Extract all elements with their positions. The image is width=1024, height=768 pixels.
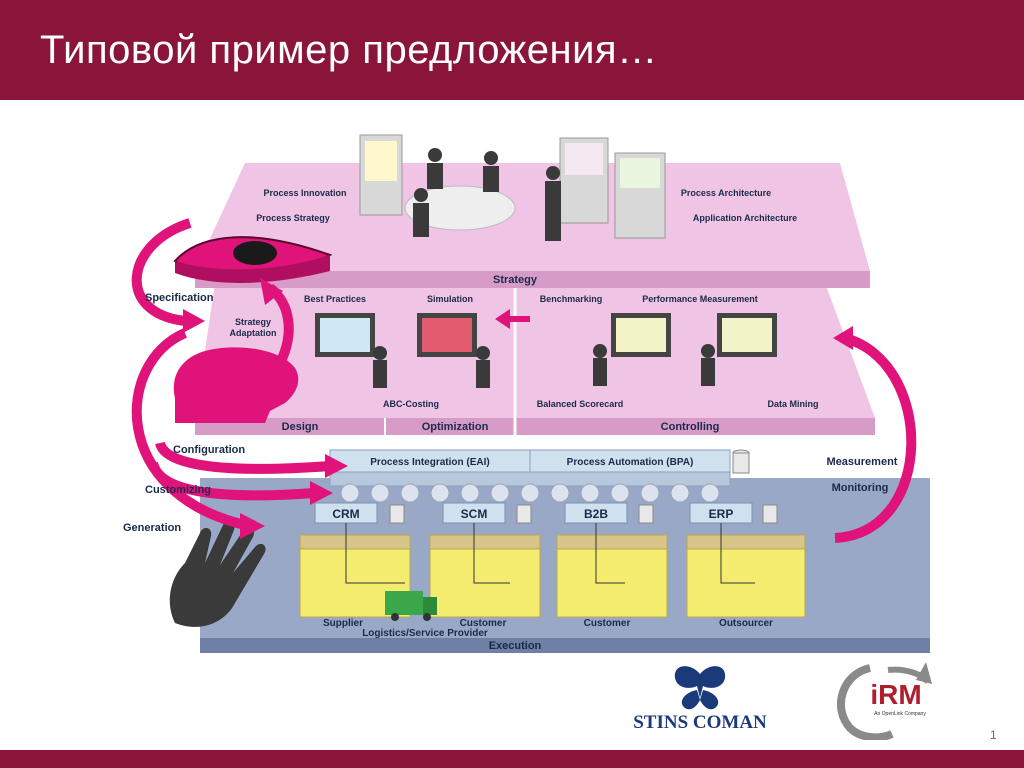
middle-monitors: [315, 309, 777, 388]
benchmarking-label: Benchmarking: [540, 294, 603, 304]
simulation-label: Simulation: [427, 294, 473, 304]
monitoring-label: Monitoring: [832, 482, 889, 494]
design-label: Design: [282, 421, 319, 433]
stins-coman-text: STINS COMAN: [633, 712, 767, 733]
slide-header: Типовой пример предложения…: [0, 0, 1024, 100]
best-practices-label: Best Practices: [304, 294, 366, 304]
strategy-illustration: [359, 134, 666, 241]
irm-logo: iRM An OpenLink Company: [837, 662, 932, 740]
system-b2b: B2B: [584, 507, 608, 521]
generation-label: Generation: [123, 522, 181, 534]
flow-arrowheads: [183, 278, 853, 539]
measurement-label: Measurement: [827, 456, 898, 468]
controlling-label: Controlling: [661, 421, 720, 433]
eai-label: Process Integration (EAI): [370, 457, 489, 468]
process-diagram: Process Integration (EAI) Process Automa…: [123, 134, 930, 653]
systems-row: CRM SCM B2B ERP: [314, 502, 778, 524]
eye-icon: [173, 236, 333, 283]
head-icon: [173, 347, 299, 423]
slide-footer-bar: [0, 750, 1024, 768]
supplier-label: Supplier: [323, 618, 363, 629]
hand-icon: [169, 520, 266, 627]
data-mining-label: Data Mining: [768, 399, 819, 409]
middle-platform: [195, 283, 875, 435]
slide-title: Типовой пример предложения…: [40, 28, 658, 72]
abc-costing-label: ABC-Costing: [383, 399, 439, 409]
balanced-scorecard-label: Balanced Scorecard: [537, 399, 624, 409]
execution-buildings: [299, 523, 806, 621]
customer-label-2: Customer: [584, 618, 631, 629]
customizing-label: Customizing: [145, 484, 211, 496]
process-architecture-label: Process Architecture: [681, 188, 771, 198]
execution-label: Execution: [489, 640, 542, 652]
application-architecture-label: Application Architecture: [693, 213, 797, 223]
system-crm: CRM: [332, 507, 359, 521]
logistics-label: Logistics/Service Provider: [362, 628, 488, 639]
system-erp: ERP: [709, 507, 734, 521]
performance-measurement-label: Performance Measurement: [642, 294, 758, 304]
strategy-adaptation-label-1: Strategy: [235, 317, 271, 327]
irm-tagline: An OpenLink Company: [874, 711, 926, 717]
specification-label: Specification: [145, 292, 214, 304]
irm-text: iRM: [870, 679, 921, 710]
strategy-adaptation-label-2: Adaptation: [230, 328, 277, 338]
system-scm: SCM: [461, 507, 488, 521]
slide-number: 1: [990, 728, 997, 742]
stins-coman-logo: STINS COMAN: [633, 666, 767, 733]
butterfly-icon: [674, 666, 726, 710]
configuration-label: Configuration: [173, 444, 245, 456]
customer-label-1: Customer: [460, 618, 507, 629]
strategy-label: Strategy: [493, 274, 538, 286]
bpa-label: Process Automation (BPA): [567, 457, 694, 468]
process-strategy-label: Process Strategy: [256, 213, 330, 223]
optimization-label: Optimization: [422, 421, 489, 433]
process-innovation-label: Process Innovation: [263, 188, 346, 198]
outsourcer-label: Outsourcer: [719, 618, 773, 629]
